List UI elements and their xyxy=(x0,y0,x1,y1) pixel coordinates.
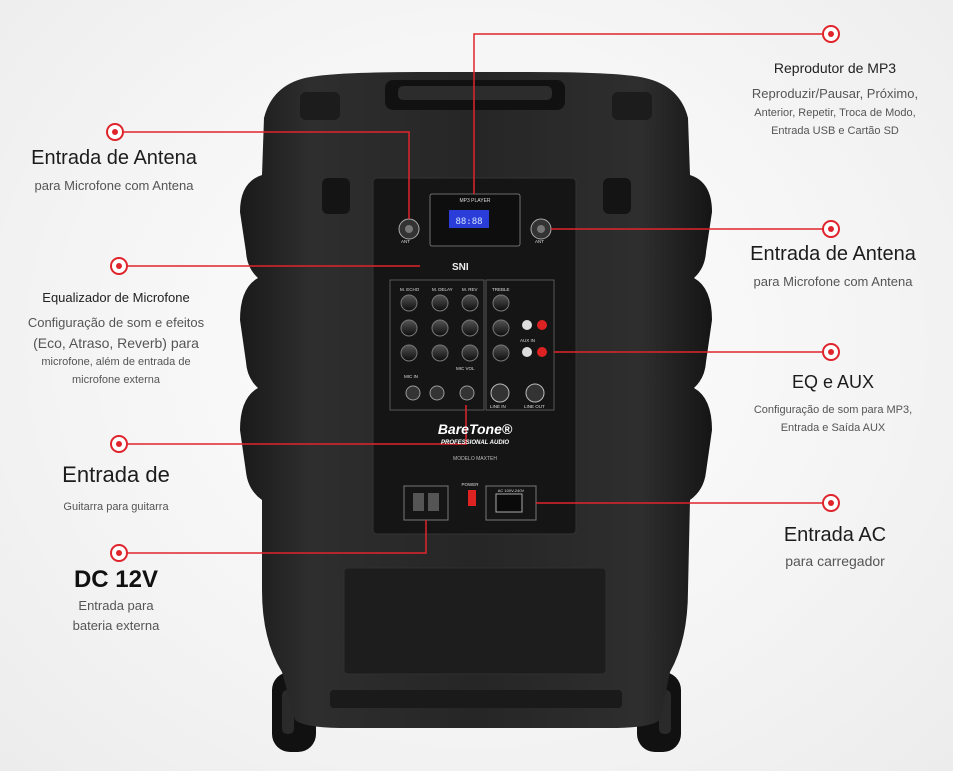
callout-mic-eq-line1: Configuração de som e efeitos xyxy=(27,315,205,330)
brand-name: BareTone® xyxy=(438,421,513,437)
callout-dc-line2: bateria externa xyxy=(72,618,160,633)
knob-grid xyxy=(400,294,510,362)
callout-marker-mic-eq xyxy=(110,257,128,275)
callout-mp3-line2: Anterior, Repetir, Troca de Modo, xyxy=(754,107,916,119)
power-label: POWER xyxy=(461,482,479,487)
callout-marker-dc xyxy=(110,544,128,562)
callout-dc-title: DC 12V xyxy=(73,566,159,593)
jack-label-ant-left: ANT xyxy=(401,239,410,244)
sni-logo: SNI xyxy=(452,262,469,273)
callout-ac-sub: para carregador xyxy=(785,553,885,569)
jack-label-line-out: LINE OUT xyxy=(524,404,545,409)
jack-label-line-in: LINE IN xyxy=(490,404,506,409)
callout-marker-eq-aux xyxy=(822,343,840,361)
callout-mp3: Reprodutor de MP3 Reproduzir/Pausar, Pró… xyxy=(720,60,950,140)
knob-label-mic-echo: M. ECHO xyxy=(400,287,420,292)
callout-eq-aux: EQ e AUX Configuração de som para MP3, E… xyxy=(728,372,938,437)
callout-guitar-title: Entrada de xyxy=(62,462,170,487)
callout-marker-antenna-right xyxy=(822,220,840,238)
callout-mic-eq-title: Equalizador de Microfone xyxy=(42,290,190,305)
mp3-display: 88:88 xyxy=(455,217,482,227)
callout-eq-aux-line2: Entrada e Saída AUX xyxy=(780,422,886,434)
mp3-player-label: MP3 PLAYER xyxy=(459,198,490,204)
callout-mp3-title: Reprodutor de MP3 xyxy=(773,60,897,76)
knob-label-mic-delay: M. DELAY xyxy=(432,287,453,292)
callout-eq-aux-line1: Configuração de som para MP3, xyxy=(753,404,913,416)
callout-marker-mp3 xyxy=(822,25,840,43)
callout-antenna-right: Entrada de Antena para Microfone com Ant… xyxy=(728,243,938,292)
jack-label-aux-in: AUX IN xyxy=(520,338,535,343)
callout-antenna-left-sub: para Microfone com Antena xyxy=(34,178,194,193)
callout-lines xyxy=(115,33,831,554)
callout-mp3-line1: Reproduzir/Pausar, Próximo, xyxy=(751,86,919,101)
knob-label-treble: TREBLE xyxy=(492,287,510,292)
callout-dc: DC 12V Entrada para bateria externa xyxy=(14,566,218,636)
callout-mic-eq-line4: microfone externa xyxy=(71,374,161,386)
callout-marker-ac xyxy=(822,494,840,512)
callout-guitar: Entrada de Guitarra para guitarra xyxy=(14,462,218,516)
jack-label-mic-in: MIC IN xyxy=(404,374,418,379)
callout-mic-eq-line3: microfone, além de entrada de xyxy=(41,356,191,368)
callout-antenna-right-sub: para Microfone com Antena xyxy=(753,274,913,289)
callout-antenna-left: Entrada de Antena para Microfone com Ant… xyxy=(14,147,214,196)
callout-antenna-left-title: Entrada de Antena xyxy=(31,147,197,169)
callout-ac-title: Entrada AC xyxy=(783,524,887,546)
callout-dc-line1: Entrada para xyxy=(78,598,154,613)
callout-mp3-line3: Entrada USB e Cartão SD xyxy=(771,125,899,137)
callout-ac: Entrada AC para carregador xyxy=(735,524,935,571)
ac-spec-label: AC 100V-240V xyxy=(498,488,525,493)
callout-marker-guitar xyxy=(110,435,128,453)
callout-eq-aux-title: EQ e AUX xyxy=(791,372,875,392)
callout-antenna-right-title: Entrada de Antena xyxy=(750,243,916,265)
jack-label-ant-right: ANT xyxy=(535,239,544,244)
control-panel xyxy=(372,177,577,535)
callout-marker-antenna-left xyxy=(106,123,124,141)
callout-mic-eq-line2: (Eco, Atraso, Reverb) para xyxy=(33,335,199,351)
callout-mic-eq: Equalizador de Microfone Configuração de… xyxy=(10,290,222,389)
model-label: MODELO MAXTEH xyxy=(453,456,497,462)
knob-label-mic-rev: M. REV xyxy=(462,287,478,292)
knob-label-mic-vol: MIC VOL xyxy=(456,366,475,371)
callout-guitar-sub: Guitarra para guitarra xyxy=(63,501,169,513)
brand-subtitle: PROFESSIONAL AUDIO xyxy=(441,440,509,446)
